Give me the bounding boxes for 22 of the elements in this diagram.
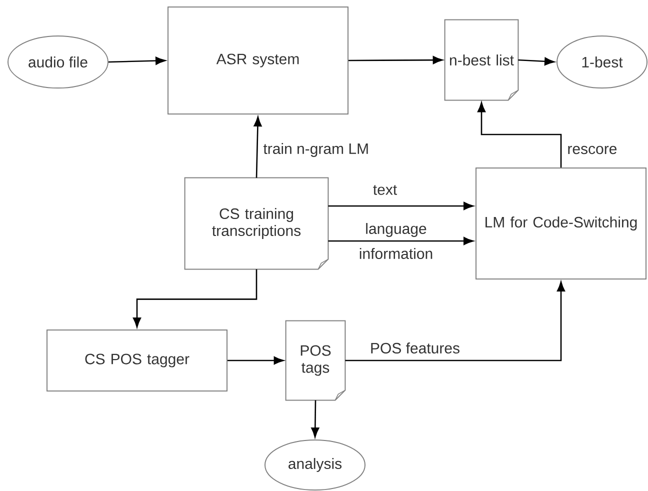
edge-label: text <box>372 184 398 196</box>
edge-label: POS features <box>368 342 462 354</box>
arrow <box>132 269 258 328</box>
arrow <box>311 400 320 438</box>
arrow <box>254 116 262 178</box>
process-box: LM for Code-Switching <box>476 168 646 280</box>
process-box: CS POS tagger <box>46 330 228 392</box>
arrow <box>348 56 443 64</box>
process-box: ASR system <box>168 6 348 114</box>
edge-label: train n-gram LM <box>262 142 370 158</box>
arrow <box>228 356 284 365</box>
document-box: n-best list <box>444 19 519 101</box>
arrow <box>345 282 566 362</box>
document-box: CS training transcriptions <box>184 177 329 270</box>
document-box: POS tags <box>285 320 346 401</box>
edge-label: rescore <box>566 144 618 156</box>
arrow <box>108 56 166 65</box>
arrow <box>477 102 562 168</box>
arrow <box>328 236 474 246</box>
edge-label: language information <box>360 223 432 259</box>
arrow <box>518 57 554 66</box>
arrow <box>328 202 474 210</box>
